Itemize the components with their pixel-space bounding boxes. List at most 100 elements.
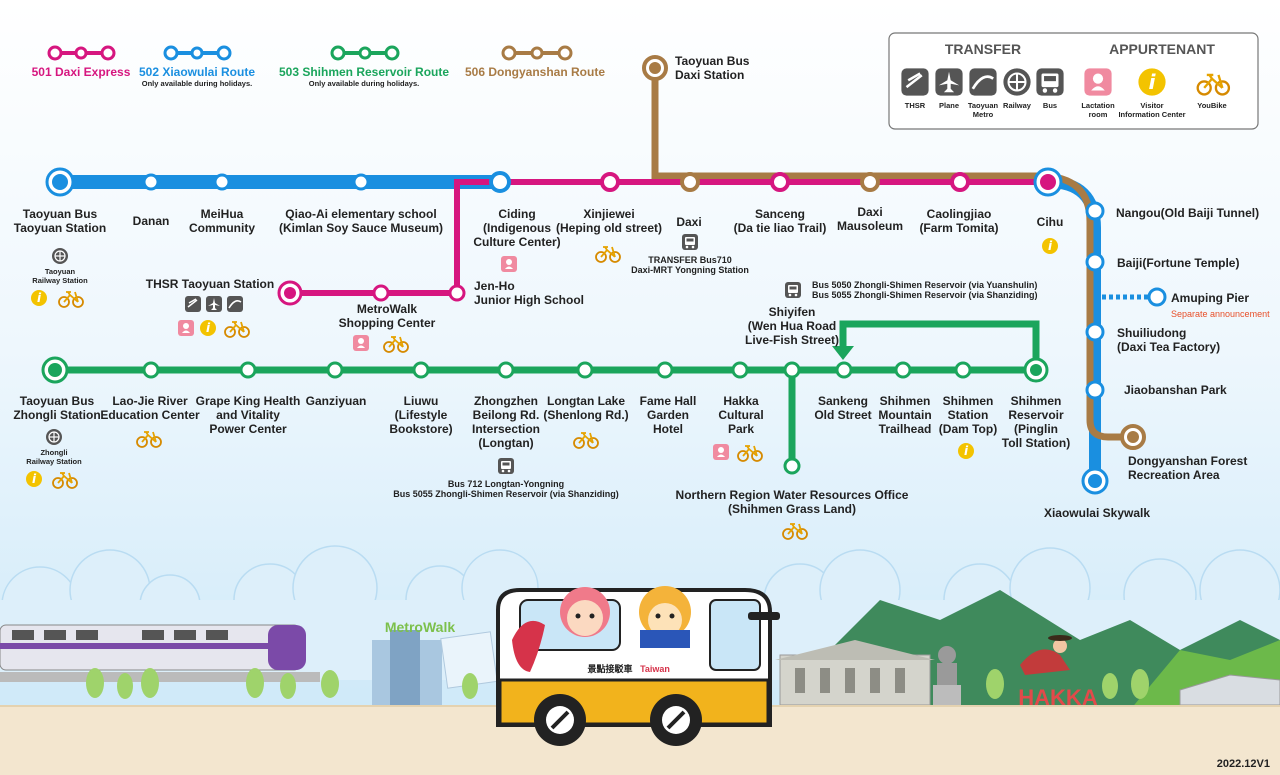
label-northern: Northern Region Water Resources Office(S… [676, 488, 909, 516]
youbike-label: YouBike [1197, 101, 1226, 110]
lactation-label: Lactation [1081, 101, 1115, 110]
label-ganziyuan: Ganziyuan [306, 394, 367, 408]
appurtenant-title: APPURTENANT [1109, 41, 1215, 57]
label-xinjiewei: Xinjiewei(Heping old street) [556, 207, 662, 235]
label-cihu: Cihu [1037, 215, 1064, 229]
legend-506: 506 Dongyanshan Route [465, 45, 605, 79]
label-shuiliudong: Shuiliudong(Daxi Tea Factory) [1117, 326, 1220, 354]
route-503-arrow [832, 346, 854, 360]
legend-506-label: 506 Dongyanshan Route [465, 65, 605, 79]
bus-sign: 景點接駁車 [587, 663, 632, 675]
lactation-icon [501, 256, 517, 272]
metro-icon [969, 68, 997, 96]
bus-logo: Taiwan [640, 664, 670, 674]
legend-503-label: 503 Shihmen Reservoir Route [279, 65, 449, 79]
label-amuping: Amuping Pier [1171, 291, 1249, 305]
bus-icon [1036, 68, 1064, 96]
lactation-icon [1084, 68, 1112, 96]
visitor-info-icon [26, 471, 42, 487]
legend-502-label: 502 Xiaowulai Route [139, 65, 255, 79]
railway-icon [51, 247, 69, 265]
plane-icon [206, 296, 222, 312]
visitor-label-2: Information Center [1118, 110, 1185, 119]
taiwan-shape [512, 620, 545, 672]
route-503-loop [839, 320, 1040, 370]
thsr-icon [185, 296, 201, 312]
label-baiji: Baiji(Fortune Temple) [1117, 256, 1239, 270]
thsr-label: THSR [905, 101, 926, 110]
label-shiyifen-bus: Bus 5050 Zhongli-Shimen Reservoir (via Y… [812, 280, 1038, 300]
lactation-label-2: room [1089, 110, 1108, 119]
lactation-icon [713, 444, 729, 460]
metro-label: Taoyuan [968, 101, 999, 110]
label-nangou: Nangou(Old Baiji Tunnel) [1116, 206, 1259, 220]
icon-legend-box: TRANSFER APPURTENANT THSR Plane Taoyuan … [888, 32, 1259, 130]
bus-wheel-rear [650, 694, 702, 746]
legend: 501 Daxi Express 502 Xiaowulai Route Onl… [32, 45, 605, 88]
visitor-info-icon [1138, 68, 1166, 96]
plane-icon [935, 68, 963, 96]
bus-wheel-front [534, 694, 586, 746]
scenery: MetroWalk HAKKA [0, 545, 1280, 775]
visitor-info-icon [1042, 238, 1058, 254]
railway-label: Railway [1003, 101, 1032, 110]
visitor-info-icon [31, 290, 47, 306]
visitor-info-icon [958, 443, 974, 459]
metro-label-2: Metro [973, 110, 994, 119]
legend-503: 503 Shihmen Reservoir Route Only availab… [279, 45, 449, 88]
lactation-icon [353, 335, 369, 351]
plane-label: Plane [939, 101, 959, 110]
visitor-info-icon [200, 320, 216, 336]
label-qiaoai: Qiao-Ai elementary school(Kimlan Soy Sau… [279, 207, 443, 235]
railway-icon [45, 428, 63, 446]
legend-503-note: Only available during holidays. [309, 79, 419, 88]
railway-icon [1002, 67, 1032, 97]
metro-icon [227, 296, 243, 312]
shuttle-bus: 景點接駁車 Taiwan [496, 586, 780, 746]
label-danan: Danan [133, 214, 170, 228]
label-longtan: Longtan Lake(Shenlong Rd.) [543, 394, 628, 422]
bus-label: Bus [1043, 101, 1057, 110]
label-jiaobanshan: Jiaobanshan Park [1124, 383, 1227, 397]
metrowalk-sign: MetroWalk [385, 619, 455, 635]
label-caolingjiao: Caolingjiao(Farm Tomita) [919, 207, 998, 235]
visitor-label: Visitor [1140, 101, 1163, 110]
legend-501: 501 Daxi Express [32, 45, 131, 79]
lactation-icon [178, 320, 194, 336]
version-label: 2022.12V1 [1217, 758, 1270, 770]
legend-502: 502 Xiaowulai Route Only available durin… [139, 45, 255, 88]
legend-502-note: Only available during holidays. [142, 79, 252, 88]
bus-icon [785, 282, 801, 298]
metro-train [0, 624, 320, 682]
station-nodes [41, 55, 1167, 495]
thsr-icon [901, 68, 929, 96]
bus-icon [682, 234, 698, 250]
label-skywalk: Xiaowulai Skywalk [1044, 506, 1150, 520]
label-thsr: THSR Taoyuan Station [146, 277, 274, 291]
legend-501-label: 501 Daxi Express [32, 65, 131, 79]
